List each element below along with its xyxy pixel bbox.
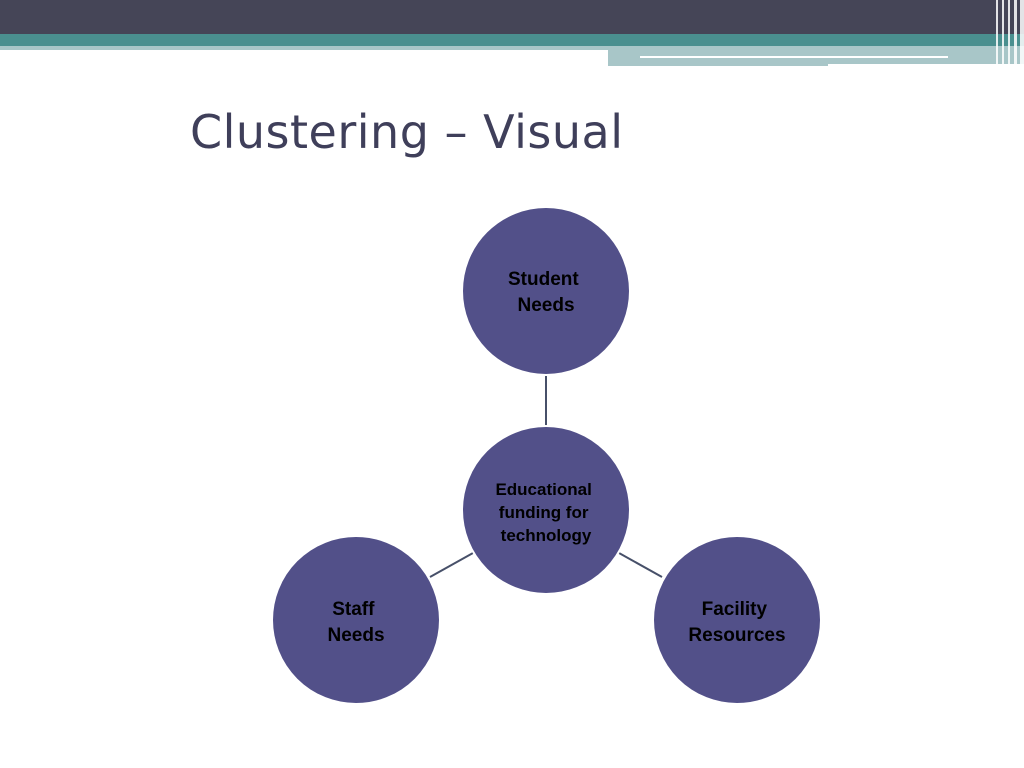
node-center-line-3: technology (501, 526, 592, 545)
node-facility-resources-label: Facility Resources (688, 599, 785, 646)
slide-title: Clustering – Visual (190, 105, 624, 159)
node-staff-needs-circle (271, 535, 441, 705)
header-teal-strip (0, 34, 1024, 46)
node-facility-resources-line-1: Facility (702, 599, 768, 620)
header-vertical-stripes (996, 0, 1024, 72)
connector-facility-resources (618, 552, 663, 578)
node-student-needs-line-2: Needs (517, 295, 574, 316)
header-accent-line (608, 62, 828, 66)
node-student-needs-line-1: Student (508, 269, 579, 290)
node-staff-needs-line-1: Staff (332, 599, 375, 620)
header-right-block (608, 46, 1024, 64)
node-student-needs-label: Student Needs (508, 269, 584, 316)
header-light-strip (0, 46, 608, 50)
node-staff-needs: Staff Needs (271, 535, 441, 705)
node-center-circle (461, 425, 631, 595)
node-center: Educational funding for technology (461, 425, 631, 595)
connectors (429, 376, 663, 578)
node-staff-needs-label: Staff Needs (327, 599, 384, 646)
connector-staff-needs (429, 552, 474, 578)
node-facility-resources-line-2: Resources (688, 625, 785, 646)
node-student-needs: Student Needs (461, 206, 631, 376)
node-staff-needs-line-2: Needs (327, 625, 384, 646)
node-student-needs-circle (461, 206, 631, 376)
header-band (0, 0, 1024, 72)
node-center-line-2: funding for (499, 503, 589, 522)
header-dark-strip (0, 0, 1024, 34)
node-center-label: Educational funding for technology (495, 480, 596, 545)
node-facility-resources-circle (652, 535, 822, 705)
node-center-line-1: Educational (495, 480, 591, 499)
node-facility-resources: Facility Resources (652, 535, 822, 705)
